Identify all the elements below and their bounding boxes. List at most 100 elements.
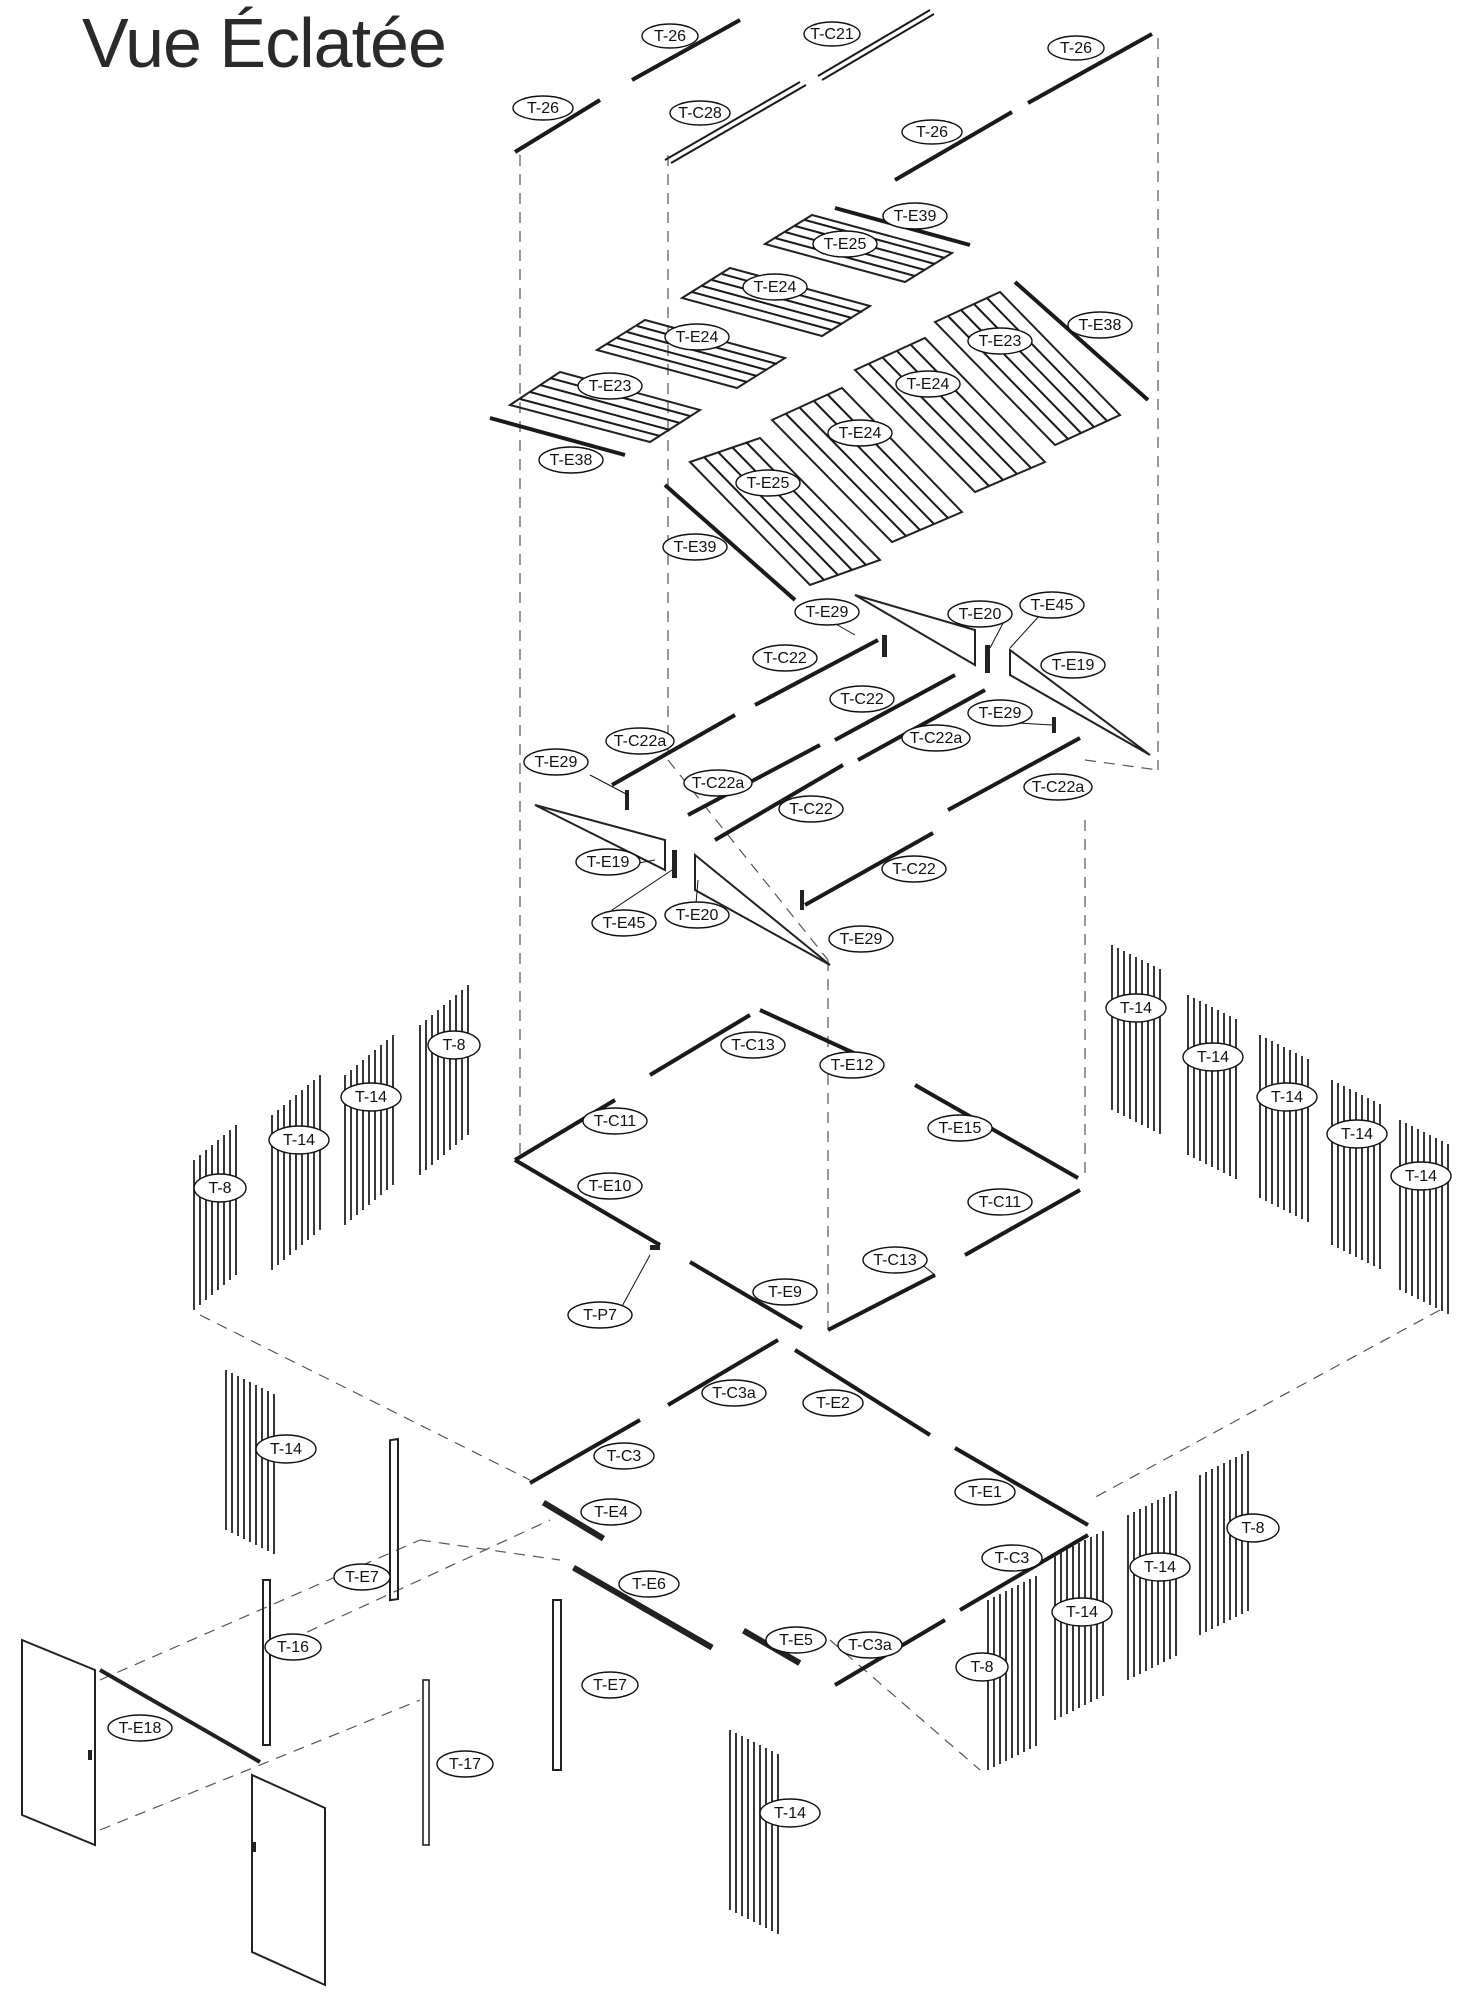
svg-text:T-C22: T-C22 — [892, 861, 936, 878]
svg-text:T-C13: T-C13 — [873, 1252, 917, 1269]
part-label: T-C22 — [829, 685, 895, 713]
part-label: T-E18 — [107, 1714, 173, 1742]
part-label: T-E7 — [581, 1671, 639, 1699]
part-label: T-26 — [901, 119, 963, 145]
svg-text:T-C22: T-C22 — [789, 801, 833, 818]
part-label: T-26 — [512, 95, 574, 121]
part-label: T-E29 — [828, 925, 894, 953]
part-label: T-C3 — [981, 1544, 1043, 1572]
part-label: T-E24 — [742, 273, 808, 301]
part-label: T-14 — [1256, 1082, 1318, 1112]
part-label: T-E6 — [618, 1570, 680, 1598]
part-label: T-26 — [1047, 35, 1105, 61]
part-label: T-E1 — [954, 1478, 1016, 1506]
part-label: T-14 — [1105, 993, 1167, 1023]
part-label: T-C22a — [1023, 773, 1093, 801]
part-label: T-C3 — [593, 1442, 655, 1470]
svg-text:T-16: T-16 — [277, 1639, 309, 1656]
svg-text:T-14: T-14 — [1120, 1000, 1152, 1017]
part-label: T-E24 — [895, 370, 961, 398]
part-label: T-E2 — [802, 1389, 864, 1417]
svg-text:T-P7: T-P7 — [583, 1307, 617, 1324]
svg-text:T-E24: T-E24 — [676, 329, 719, 346]
svg-text:T-E12: T-E12 — [831, 1057, 874, 1074]
svg-text:T-E7: T-E7 — [593, 1677, 627, 1694]
part-label: T-E12 — [819, 1051, 885, 1079]
svg-text:T-8: T-8 — [970, 1659, 993, 1676]
gable-frames — [534, 594, 1151, 966]
svg-text:T-E24: T-E24 — [907, 376, 950, 393]
svg-text:T-E20: T-E20 — [959, 606, 1002, 623]
svg-text:T-E7: T-E7 — [345, 1569, 379, 1586]
part-label: T-E29 — [967, 699, 1033, 727]
svg-text:T-E10: T-E10 — [589, 1178, 632, 1195]
svg-text:T-E39: T-E39 — [674, 539, 717, 556]
svg-text:T-E45: T-E45 — [603, 915, 646, 932]
svg-text:T-C11: T-C11 — [979, 1194, 1021, 1211]
svg-text:T-26: T-26 — [527, 100, 559, 117]
part-label: T-C3a — [837, 1631, 903, 1659]
part-label: T-E45 — [1019, 591, 1085, 619]
svg-text:T-E18: T-E18 — [119, 1720, 162, 1737]
part-label: T-16 — [264, 1633, 322, 1661]
part-label: T-C22 — [881, 855, 947, 883]
svg-text:T-14: T-14 — [270, 1441, 302, 1458]
part-label: T-E19 — [575, 848, 641, 876]
svg-text:T-17: T-17 — [449, 1756, 481, 1773]
svg-text:T-8: T-8 — [1241, 1520, 1264, 1537]
part-label: T-E29 — [794, 598, 860, 626]
svg-text:T-C11: T-C11 — [594, 1113, 636, 1130]
part-label: T-26 — [641, 23, 699, 49]
svg-text:T-E29: T-E29 — [979, 705, 1022, 722]
part-label: T-E7 — [333, 1563, 391, 1591]
svg-text:T-C22a: T-C22a — [614, 733, 667, 750]
svg-text:T-14: T-14 — [774, 1805, 806, 1822]
part-label: T-8 — [193, 1173, 247, 1203]
svg-text:T-C3: T-C3 — [607, 1448, 642, 1465]
wall-panels-right — [1111, 945, 1449, 1314]
part-label: T-14 — [1129, 1552, 1191, 1582]
part-label: T-14 — [1182, 1042, 1244, 1072]
svg-text:T-E15: T-E15 — [939, 1120, 982, 1137]
svg-text:T-C21: T-C21 — [810, 26, 854, 43]
part-label: T-C22 — [752, 644, 818, 672]
part-label: T-C22 — [778, 795, 844, 823]
part-label: T-14 — [1390, 1161, 1452, 1191]
svg-text:T-C22a: T-C22a — [1032, 779, 1085, 796]
part-label: T-E4 — [580, 1498, 642, 1526]
part-label: T-C3a — [701, 1379, 767, 1407]
part-label: T-P7 — [567, 1301, 633, 1329]
part-label: T-E15 — [927, 1114, 993, 1142]
part-label: T-17 — [436, 1750, 494, 1778]
roof-top-rails — [513, 9, 1153, 182]
svg-text:T-14: T-14 — [1405, 1168, 1437, 1185]
svg-text:T-E4: T-E4 — [594, 1504, 628, 1521]
svg-text:T-E45: T-E45 — [1031, 597, 1074, 614]
svg-text:T-26: T-26 — [916, 124, 948, 141]
part-label: T-8 — [955, 1652, 1009, 1682]
svg-text:T-E25: T-E25 — [747, 475, 790, 492]
svg-text:T-E24: T-E24 — [754, 279, 797, 296]
svg-text:T-E23: T-E23 — [979, 333, 1022, 350]
part-label: T-E38 — [538, 446, 604, 474]
svg-text:T-C13: T-C13 — [731, 1037, 775, 1054]
part-label: T-E9 — [752, 1278, 818, 1306]
part-label: T-E24 — [664, 323, 730, 351]
svg-text:T-C3: T-C3 — [995, 1550, 1030, 1567]
diagram-title: Vue Éclatée — [82, 4, 447, 82]
part-label: T-14 — [759, 1798, 821, 1828]
part-label: T-E23 — [967, 327, 1033, 355]
part-label: T-E25 — [735, 469, 801, 497]
svg-text:T-E25: T-E25 — [824, 236, 867, 253]
part-label: T-E38 — [1067, 311, 1133, 339]
svg-text:T-E38: T-E38 — [550, 452, 593, 469]
part-label: T-E19 — [1040, 651, 1106, 679]
part-label: T-8 — [1226, 1513, 1280, 1543]
part-label: T-E20 — [947, 600, 1013, 628]
svg-text:T-26: T-26 — [1060, 40, 1092, 57]
part-label: T-E25 — [812, 230, 878, 258]
part-label: T-C13 — [862, 1246, 928, 1274]
part-label: T-C11 — [582, 1107, 648, 1135]
part-label: T-14 — [340, 1082, 402, 1112]
